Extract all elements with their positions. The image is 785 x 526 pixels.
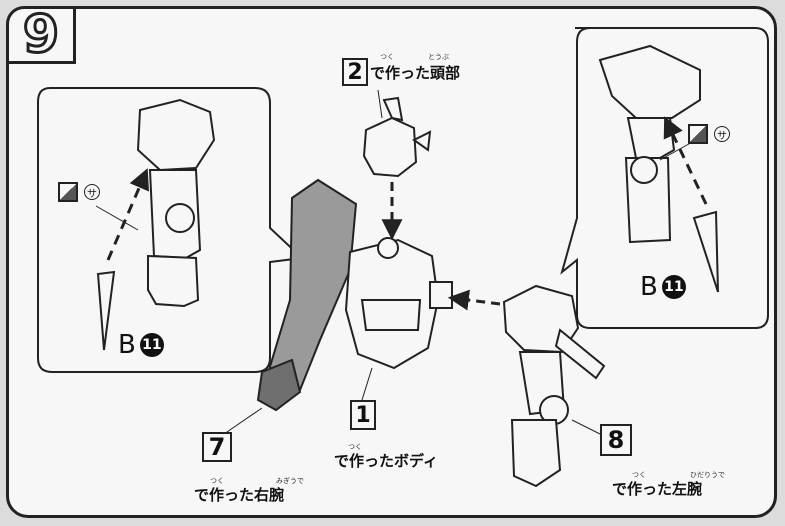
- left-arm-leader: [571, 419, 601, 435]
- callout-left-leader: [95, 205, 139, 231]
- step-number-box: 9: [6, 6, 76, 64]
- head-ruby-tsuku: つく: [380, 53, 394, 61]
- callout-right-arm: [598, 44, 701, 244]
- left-arm-ruby-hidari: ひだりうで: [690, 471, 725, 479]
- callout-left-part-b11: [96, 270, 116, 351]
- left-arm-arrow: [447, 289, 501, 311]
- right-arm-ruby-tsuku: つく: [210, 477, 224, 485]
- left-arm-label: で作った左腕: [612, 480, 703, 498]
- head-number-box: 2: [342, 58, 368, 86]
- left-arm-part: [502, 284, 606, 488]
- left-arm-number-box: 8: [600, 424, 632, 456]
- callout-right-part-b11: [692, 210, 719, 293]
- callout-right-part-number: 11: [661, 275, 686, 299]
- callout-right-tool-symbol: サ: [714, 126, 730, 142]
- step-number: 9: [21, 5, 60, 65]
- body-leader: [361, 367, 373, 401]
- head-leader: [377, 89, 383, 119]
- head-label: で作った頭部: [370, 64, 461, 82]
- head-part: [362, 96, 432, 178]
- right-arm-shield: [256, 178, 358, 412]
- callout-left-part-letter: B: [118, 330, 136, 360]
- sticker-icon: [688, 124, 708, 144]
- callout-right-tool: サ: [688, 124, 730, 144]
- right-arm-number-box: 7: [202, 432, 232, 462]
- right-arm-ruby-migi: みぎうで: [276, 477, 304, 485]
- right-arm-label: で作った右腕: [194, 486, 285, 504]
- body-torso: [344, 237, 453, 370]
- head-ruby-tobu: とうぶ: [428, 53, 449, 61]
- callout-right-part-label: B 11: [640, 272, 686, 302]
- right-arm-leader: [223, 407, 263, 435]
- callout-right-arrow: [663, 116, 708, 205]
- sticker-icon: [58, 182, 78, 202]
- callout-left-tool: サ: [58, 182, 100, 202]
- body-number-box: 1: [350, 400, 376, 430]
- callout-left-part-number: 11: [139, 333, 164, 357]
- left-arm-ruby-tsuku: つく: [632, 471, 646, 479]
- body-ruby-tsuku: つく: [348, 443, 362, 451]
- callout-right-part-letter: B: [640, 272, 658, 302]
- body-label: で作ったボディ: [334, 452, 438, 470]
- callout-left-part-label: B 11: [118, 330, 164, 360]
- callout-left-tool-symbol: サ: [84, 184, 100, 200]
- callout-left-arm: [136, 98, 216, 308]
